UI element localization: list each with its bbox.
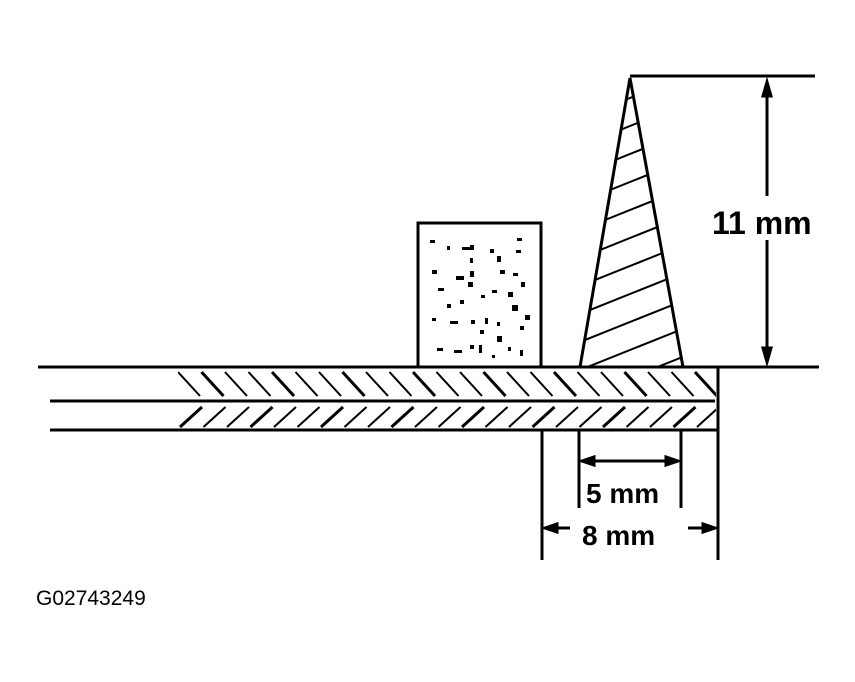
stippled-block: [416, 221, 543, 369]
lower-layer-hatch: [178, 405, 716, 429]
upper-layer-hatch: [178, 370, 716, 398]
width-dimensions: [540, 430, 720, 560]
outer-width-label: 8 mm: [582, 520, 655, 551]
figure-id: G02743249: [36, 587, 146, 610]
inner-width-label: 5 mm: [586, 478, 659, 509]
height-label: 11 mm: [712, 205, 812, 241]
height-dimension: [630, 74, 815, 368]
hatched-cone: [578, 77, 685, 369]
